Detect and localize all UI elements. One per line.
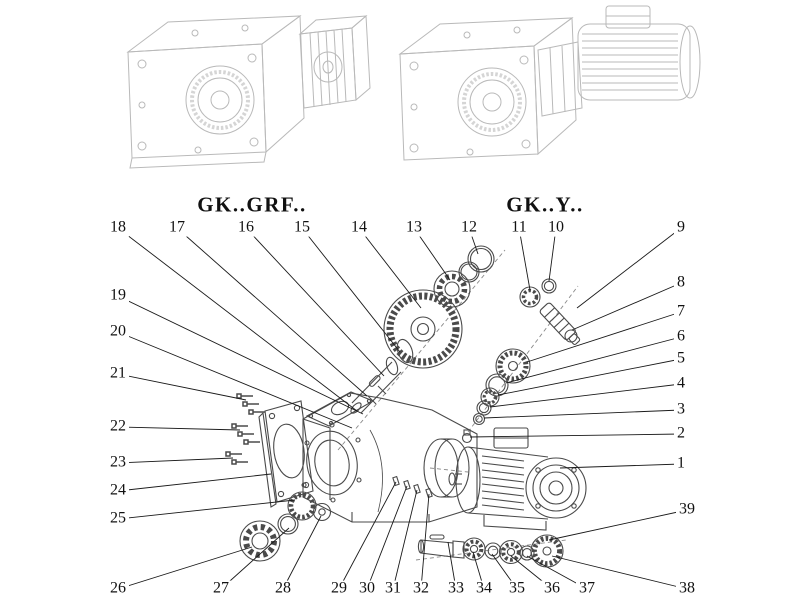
- leader-line-20: [117, 331, 353, 429]
- bolt-group-22: [231, 423, 260, 445]
- ring-8: [564, 329, 578, 343]
- ring-4: [476, 400, 492, 416]
- leader-line-11: [518, 227, 531, 291]
- leader-line-21: [117, 373, 247, 401]
- ring-10: [541, 278, 557, 294]
- leader-line-12: [468, 227, 479, 255]
- bearing-36: [498, 539, 524, 565]
- cover-28: [312, 502, 332, 522]
- leader-line-13: [413, 227, 451, 281]
- leader-line-8: [571, 282, 682, 331]
- assembled-motor: [577, 5, 701, 101]
- leader-line-14: [358, 227, 422, 309]
- retaining-rings-12: [458, 245, 495, 283]
- leader-line-24: [117, 473, 272, 492]
- leader-line-5: [497, 358, 682, 396]
- leader-line-32: [420, 493, 430, 590]
- leader-line-9: [576, 227, 682, 309]
- gearbox-housing: [301, 391, 478, 523]
- bearing-5: [480, 387, 500, 407]
- ring-27: [277, 513, 299, 535]
- bevel-gear-7: [495, 348, 531, 384]
- leader-line-30: [366, 485, 408, 590]
- ring-6: [485, 373, 509, 397]
- model-label-right: GK..Y..: [506, 192, 584, 217]
- leader-line-28: [282, 515, 322, 590]
- bolt-group-21: [236, 393, 265, 415]
- electric-motor: [448, 427, 587, 531]
- leader-line-19: [117, 295, 364, 415]
- leader-line-6: [505, 336, 682, 384]
- ring-37: [519, 545, 535, 561]
- leader-line-36: [510, 555, 553, 590]
- bearing-13: [433, 270, 471, 308]
- key-33: [429, 534, 445, 540]
- leader-line-17: [176, 227, 368, 397]
- leader-lines: [117, 227, 688, 590]
- assembled-view-left: [126, 14, 371, 169]
- leader-line-10: [548, 227, 557, 282]
- ring-gear-25: [287, 491, 317, 521]
- leader-line-4: [489, 383, 682, 408]
- leader-line-38: [551, 555, 688, 590]
- motor-adapter: [537, 41, 583, 117]
- leader-line-22: [117, 426, 241, 431]
- plug-2: [461, 429, 473, 444]
- model-label-left: GK..GRF..: [197, 192, 307, 217]
- leader-line-2: [469, 433, 682, 438]
- large-helical-gear: [383, 289, 463, 369]
- leader-line-16: [245, 227, 385, 377]
- leader-line-18: [117, 227, 358, 412]
- input-shaft: [350, 361, 402, 414]
- spacer-35: [484, 542, 502, 560]
- leader-line-27: [220, 527, 290, 590]
- exploded-view: [225, 245, 587, 568]
- leader-line-39: [548, 509, 688, 541]
- assembled-view-right: [398, 5, 701, 161]
- fasteners-29-32: [392, 475, 433, 499]
- leader-line-7: [526, 311, 682, 363]
- leader-line-29: [338, 481, 397, 590]
- bearing-11: [519, 286, 541, 308]
- leader-line-25: [117, 499, 296, 520]
- output-shaft-assembly: [417, 534, 564, 568]
- ring-3: [472, 412, 486, 426]
- leader-line-31: [392, 489, 418, 590]
- mounting-flange-24: [258, 400, 314, 508]
- input-flange-block: [298, 14, 371, 109]
- leader-line-1: [559, 463, 682, 469]
- leader-line-23: [117, 457, 234, 464]
- leader-line-3: [483, 409, 682, 419]
- leader-line-33: [447, 541, 457, 590]
- leader-line-26: [117, 546, 253, 590]
- bolt-group-23: [225, 451, 248, 465]
- leader-line-15: [301, 227, 401, 353]
- output-gear-38: [530, 534, 564, 568]
- shaft-collar: [385, 356, 399, 376]
- leader-line-34: [472, 551, 485, 590]
